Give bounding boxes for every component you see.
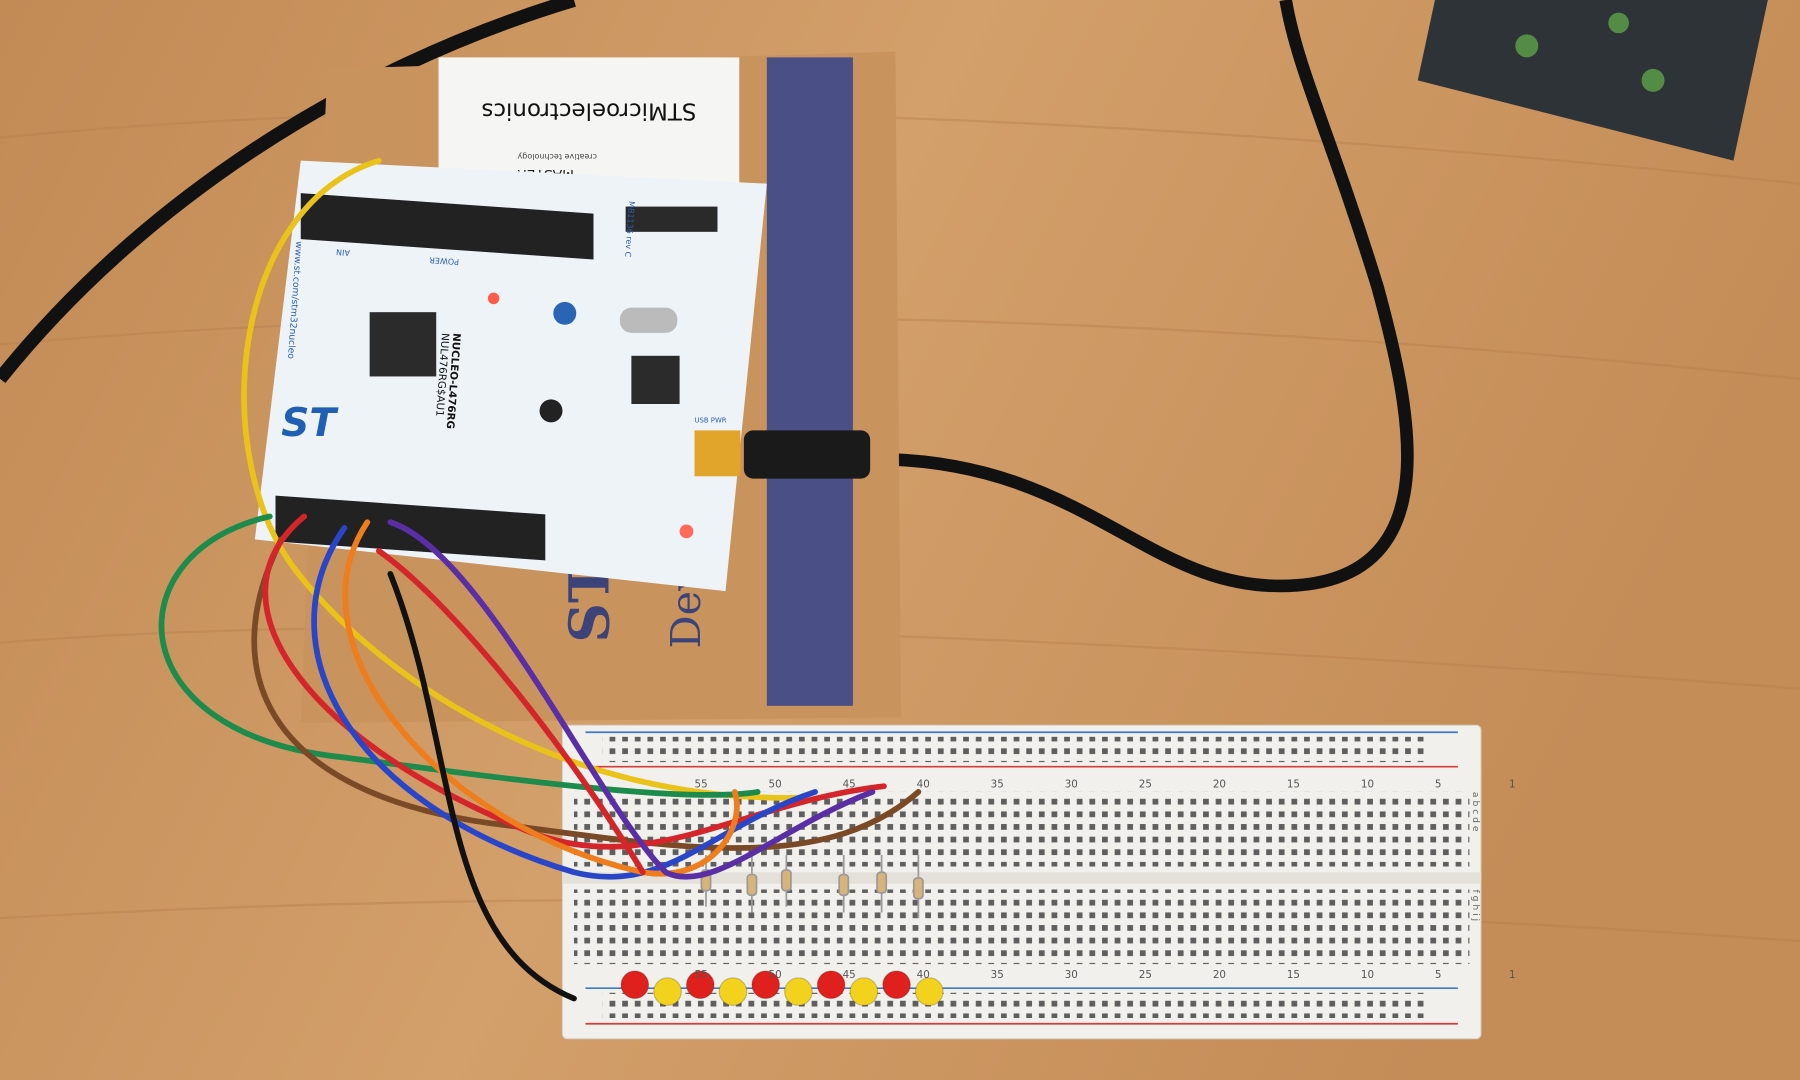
led-red [685,970,715,1000]
power-led [487,292,500,305]
usb-port [694,430,741,477]
column-number: 55 [695,778,708,790]
board-part: NUL476RG$AU1 [433,333,451,417]
red-wire-2 [375,548,646,876]
st-logo: ST [281,401,339,446]
column-number: 40 [917,778,930,790]
component-bag [1417,0,1768,161]
usb-plug [743,430,871,479]
com-led [679,524,694,539]
nucleo-board [254,160,767,592]
led-yellow [653,977,682,1006]
board-revision: MB1136 rev C [623,201,636,258]
column-number: 35 [991,778,1004,790]
column-number: 30 [1065,778,1078,790]
led-red [882,970,911,1000]
yellow-wire [241,157,807,801]
usb-cable [872,0,1414,593]
purple-wire [387,519,876,880]
mcu-chip [369,312,437,377]
green-wire [158,513,761,798]
power-label: POWER [429,255,460,266]
ain-label: AIN [336,247,350,257]
column-number: 25 [1139,969,1152,981]
column-number: 1 [1509,969,1516,981]
column-number: 20 [1213,969,1226,981]
led-row [620,970,944,1006]
cn-header [625,206,718,232]
column-numbers: 5555505045454040353530302525202015151010… [695,778,1516,981]
sticker-tagline: creative technology [517,152,597,161]
column-number: 55 [695,969,708,981]
column-number: 15 [1287,778,1300,790]
blue-capacitor [553,301,577,325]
orange-wire [342,519,740,877]
led-red [816,970,846,1000]
column-number: 45 [843,969,856,981]
black-cable [0,0,576,384]
led-yellow [718,977,748,1006]
led-yellow [914,977,944,1006]
led-yellow [849,977,879,1006]
row-letters-top: a b c d e [1470,792,1481,832]
sticker-brand: STMicroelectronics [481,97,696,123]
column-number: 35 [991,969,1004,981]
column-number: 45 [843,778,856,790]
row-letters-bottom: f g h i j [1470,889,1481,921]
blue-wire [311,525,818,880]
column-number: 20 [1213,778,1226,790]
column-number: 30 [1065,969,1078,981]
black-ground-wire [387,570,577,1002]
column-number: 10 [1361,778,1374,790]
crystal [619,307,678,333]
column-number: 5 [1435,778,1442,790]
usb-label: USB PWR [695,416,727,424]
column-number: 25 [1139,778,1152,790]
brown-wire [251,536,922,851]
column-number: 10 [1361,969,1374,981]
column-number: 15 [1287,969,1300,981]
pin-header-bottom [275,495,546,561]
pin-header-top [300,193,594,260]
column-number: 1 [1509,778,1516,790]
led-yellow [784,977,813,1006]
led-red [751,970,781,1000]
stlink-chip [631,355,680,404]
column-number: 5 [1435,969,1442,981]
column-number: 50 [769,969,782,981]
led-red [620,970,650,1000]
column-number: 50 [769,778,782,790]
column-number: 40 [917,969,930,981]
box-stripe [766,57,853,706]
reset-button [539,399,563,423]
